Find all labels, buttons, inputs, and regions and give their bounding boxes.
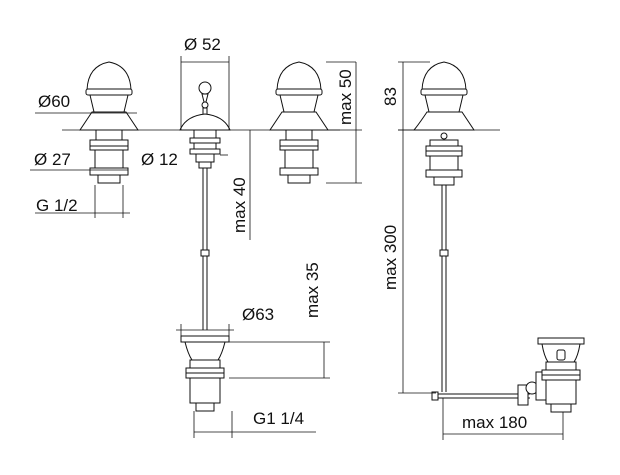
right-handle: [269, 61, 329, 184]
center-spout: [179, 81, 231, 330]
side-view: [398, 61, 585, 440]
dim-thread-handle: G 1/2: [36, 196, 78, 215]
dim-spout-height: max 50: [336, 69, 355, 125]
dim-handle-diameter: Ø60: [38, 92, 70, 111]
side-waste: [431, 337, 585, 413]
dim-under-deck: max 40: [230, 177, 249, 233]
dim-rod-diameter: Ø 12: [141, 150, 178, 169]
dim-side-rod-length: max 300: [381, 225, 400, 290]
dim-thread-waste: G1 1/4: [253, 409, 304, 428]
front-view: [30, 56, 362, 438]
dim-shank-diameter: Ø 27: [34, 150, 71, 169]
dim-spout-diameter: Ø 52: [184, 35, 221, 54]
dim-waste-diameter: Ø63: [242, 305, 274, 324]
dim-drain-drop: max 35: [303, 262, 322, 318]
left-handle: [79, 61, 139, 184]
dim-side-reach: max 180: [462, 413, 527, 432]
side-handle: [412, 61, 475, 392]
waste-drain: [180, 335, 230, 412]
dim-side-height: 83: [381, 87, 400, 106]
